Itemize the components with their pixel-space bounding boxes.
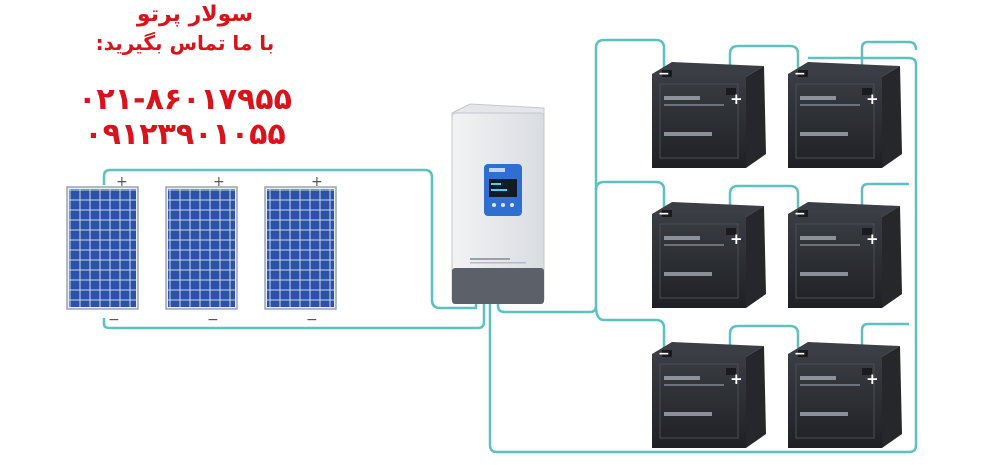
panel-plus-label: +	[311, 174, 323, 190]
wire-top-link-1	[728, 44, 800, 90]
wire-bank-left-1	[496, 38, 666, 314]
inverter-screen	[489, 179, 517, 197]
battery-positive-terminal	[862, 368, 872, 375]
battery-minus-label: −	[658, 346, 670, 362]
battery-positive-terminal	[726, 368, 736, 375]
wire-panels-negative	[102, 302, 486, 330]
battery-bank: −+−+−+−+−+−+	[652, 62, 902, 448]
panel-minus-label: −	[108, 312, 120, 328]
panel-minus-label: −	[207, 312, 219, 328]
wire-battery-outer	[488, 56, 918, 454]
battery-negative-terminal	[798, 210, 808, 217]
battery-minus-label: −	[658, 206, 670, 222]
panel-plus-label: +	[116, 174, 128, 190]
battery: −+	[652, 62, 766, 168]
battery-minus-label: −	[794, 346, 806, 362]
battery-plus-label: +	[866, 230, 879, 248]
solar-panel: + −	[264, 174, 337, 328]
wiring	[102, 38, 918, 454]
battery-minus-label: −	[794, 66, 806, 82]
panel-plus-label: +	[213, 174, 225, 190]
battery-minus-label: −	[658, 66, 670, 82]
battery-negative-terminal	[662, 350, 672, 357]
battery: −+	[652, 342, 766, 448]
wire-panels-positive	[102, 168, 478, 310]
battery-positive-terminal	[862, 228, 872, 235]
contact-prompt: با ما تماس بگیرید:	[95, 31, 275, 55]
wire-top-link-3	[728, 324, 800, 370]
panel-minus-label: −	[306, 312, 318, 328]
wire-right-2	[860, 182, 909, 236]
battery-minus-label: −	[794, 206, 806, 222]
wire-top-link-2	[728, 184, 800, 230]
battery-plus-label: +	[866, 370, 879, 388]
battery-positive-terminal	[726, 228, 736, 235]
wire-right-1	[860, 40, 918, 96]
battery-plus-label: +	[730, 230, 743, 248]
phone-landline: ۰۲۱-۸۶۰۱۷۹۵۵	[78, 82, 292, 117]
wire-bank-left-2	[594, 180, 666, 212]
battery-negative-terminal	[798, 350, 808, 357]
solar-panel: + −	[66, 174, 139, 328]
battery-negative-terminal	[798, 70, 808, 77]
battery: −+	[788, 342, 902, 448]
battery-negative-terminal	[662, 70, 672, 77]
battery-plus-label: +	[730, 90, 743, 108]
battery-positive-terminal	[726, 88, 736, 95]
battery: −+	[788, 62, 902, 168]
company-name: سولار پرتو	[136, 2, 254, 27]
inverter-logo-icon	[489, 168, 505, 172]
battery: −+	[652, 202, 766, 308]
inverter-unit	[451, 103, 545, 304]
battery-positive-terminal	[862, 88, 872, 95]
battery-negative-terminal	[662, 210, 672, 217]
solar-panel: + −	[165, 174, 238, 328]
battery: −+	[788, 202, 902, 308]
wire-bank-left-3	[594, 305, 666, 352]
battery-plus-label: +	[866, 90, 879, 108]
wire-right-3	[860, 322, 909, 376]
phone-mobile: ۰۹۱۲۳۹۰۱۰۵۵	[84, 117, 286, 152]
battery-plus-label: +	[730, 370, 743, 388]
